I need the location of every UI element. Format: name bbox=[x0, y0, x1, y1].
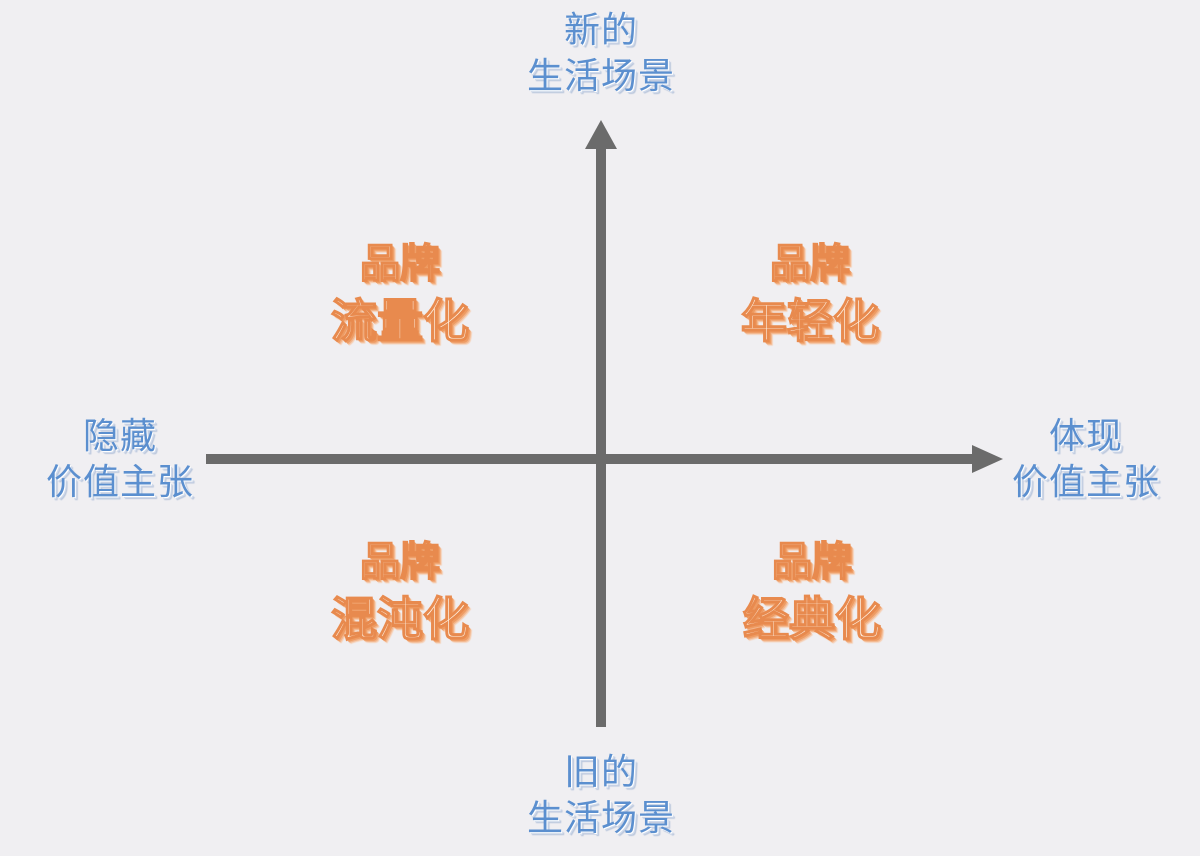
quadrant-top-left: 品牌 流量化 bbox=[300, 238, 500, 352]
axis-label-top: 新的 生活场景 bbox=[505, 8, 697, 100]
axis-label-top-line2: 生活场景 bbox=[526, 56, 675, 97]
quadrant-bottom-right-line2: 经典化 bbox=[742, 591, 882, 647]
quadrant-bottom-left-line2: 混沌化 bbox=[330, 591, 470, 647]
axis-label-bottom-line2: 生活场景 bbox=[526, 798, 675, 839]
quadrant-top-left-line1: 品牌 bbox=[359, 240, 441, 288]
quadrant-top-right-line2: 年轻化 bbox=[740, 293, 880, 349]
arrow-right-icon bbox=[972, 445, 1003, 473]
vertical-axis-line bbox=[596, 145, 606, 727]
quadrant-top-left-line2: 流量化 bbox=[330, 293, 470, 349]
axis-label-top-line1: 新的 bbox=[563, 10, 638, 51]
axis-label-bottom-line1: 旧的 bbox=[563, 752, 638, 793]
arrow-up-icon bbox=[585, 120, 617, 149]
quadrant-top-right: 品牌 年轻化 bbox=[710, 238, 910, 352]
axis-label-right-line1: 体现 bbox=[1048, 416, 1123, 457]
axis-label-bottom: 旧的 生活场景 bbox=[505, 750, 697, 842]
axis-label-left-line1: 隐藏 bbox=[82, 416, 157, 457]
quadrant-bottom-right: 品牌 经典化 bbox=[712, 536, 912, 650]
quadrant-top-right-line1: 品牌 bbox=[769, 240, 851, 288]
quadrant-bottom-left: 品牌 混沌化 bbox=[300, 536, 500, 650]
quadrant-bottom-left-line1: 品牌 bbox=[359, 538, 441, 586]
axis-label-left: 隐藏 价值主张 bbox=[24, 414, 216, 506]
axis-label-left-line2: 价值主张 bbox=[45, 462, 194, 503]
horizontal-axis-line bbox=[206, 454, 976, 464]
quadrant-bottom-right-line1: 品牌 bbox=[771, 538, 853, 586]
axis-label-right-line2: 价值主张 bbox=[1011, 462, 1160, 503]
axis-label-right: 体现 价值主张 bbox=[990, 414, 1182, 506]
